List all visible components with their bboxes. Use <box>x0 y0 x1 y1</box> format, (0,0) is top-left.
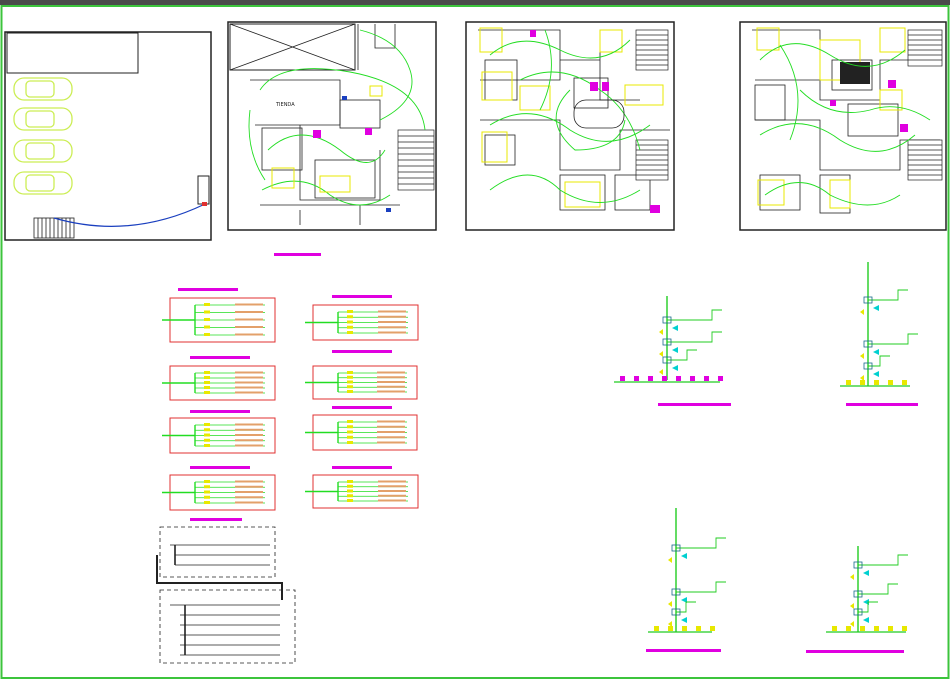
panel-title-bar <box>190 518 242 521</box>
stair-icon <box>397 129 435 191</box>
plan-second-floor <box>739 21 947 231</box>
feeder-line <box>53 203 206 227</box>
riser-diagrams <box>614 262 918 653</box>
panel-diagram <box>305 350 418 400</box>
frame-top-bar <box>0 0 950 5</box>
stair-icon <box>907 29 943 181</box>
plan-first-floor <box>465 21 675 231</box>
section-title-bar <box>274 253 321 256</box>
riser-diagram <box>806 546 908 653</box>
panel-diagram <box>162 410 276 454</box>
panel-diagram <box>162 356 276 401</box>
stair-icon <box>635 29 669 181</box>
riser-diagram <box>614 296 731 406</box>
plan-ground-floor: TIENDA <box>227 21 437 231</box>
panel-diagram <box>162 466 276 511</box>
plan-room-label: TIENDA <box>275 102 295 108</box>
panel-diagram <box>305 295 419 341</box>
panel-diagram <box>305 466 419 509</box>
panel-diagrams <box>162 288 419 511</box>
riser-diagram <box>646 508 726 652</box>
panel-diagram <box>305 406 418 451</box>
electric-panel-icon <box>197 175 210 205</box>
panel-schematic-main <box>156 518 296 664</box>
parking-car-icon <box>13 77 73 195</box>
riser-diagram <box>840 262 918 406</box>
plan-parking <box>4 31 212 241</box>
panel-diagram <box>162 288 276 343</box>
frame-border <box>0 5 950 679</box>
